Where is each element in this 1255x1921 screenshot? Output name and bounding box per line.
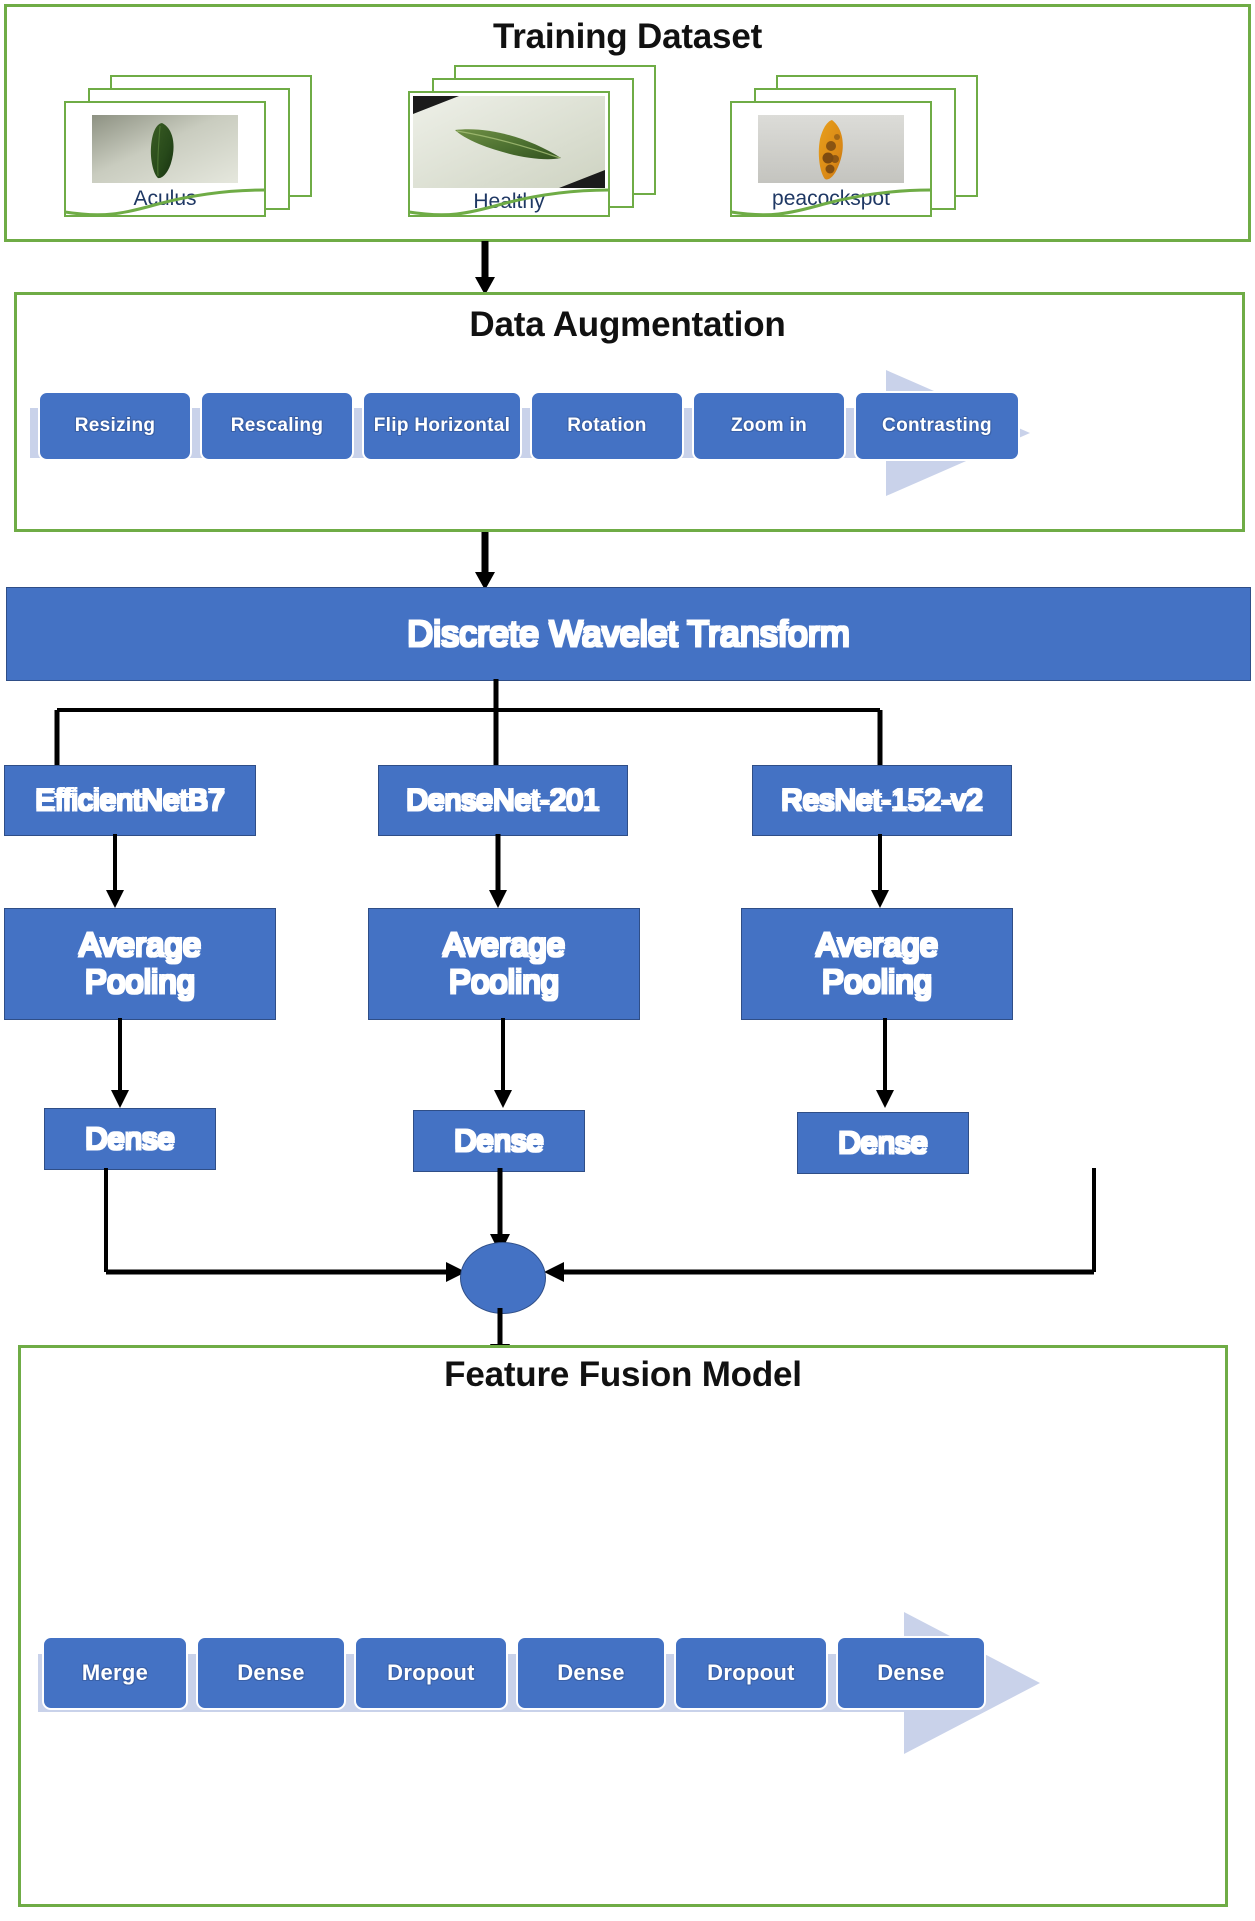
arrow-pooling-to-dense-center (494, 1018, 512, 1108)
aug-step-zoom-in[interactable]: Zoom in (692, 391, 846, 461)
class-card-front: Healthy (408, 91, 610, 217)
fusion-step-dense-1[interactable]: Dense (196, 1636, 346, 1710)
class-label-healthy: Healthy (473, 190, 545, 213)
fusion-step-dense-3[interactable]: Dense (836, 1636, 986, 1710)
arrow-pooling-to-dense-right (876, 1018, 894, 1108)
pooling-box-densenet[interactable]: Average Pooling (368, 908, 640, 1020)
fusion-step-dropout-2[interactable]: Dropout (674, 1636, 828, 1710)
aug-step-contrasting[interactable]: Contrasting (854, 391, 1020, 461)
arrow-augmentation-to-transform (475, 532, 495, 590)
class-label-aculus: Aculus (133, 187, 197, 210)
aug-step-flip-horizontal[interactable]: Flip Horizontal (362, 391, 522, 461)
pooling-box-resnet[interactable]: Average Pooling (741, 908, 1013, 1020)
discrete-wavelet-transform-box[interactable]: Discrete Wavelet Transform (6, 587, 1251, 681)
arrow-efficientnet-to-pooling (106, 834, 124, 908)
aug-step-rotation[interactable]: Rotation (530, 391, 684, 461)
class-card-front: Aculus (64, 101, 266, 217)
feature-fusion-model-title: Feature Fusion Model (444, 1355, 802, 1394)
class-label-peacockspot: peacockspot (772, 187, 890, 210)
dense-box-efficientnet[interactable]: Dense (44, 1108, 216, 1170)
aug-step-resizing[interactable]: Resizing (38, 391, 192, 461)
leaf-thumbnail-aculus (92, 115, 238, 183)
fusion-step-dropout-1[interactable]: Dropout (354, 1636, 508, 1710)
dense-box-densenet[interactable]: Dense (413, 1110, 585, 1172)
feature-fusion-model-panel (18, 1345, 1228, 1907)
class-card-front: peacockspot (730, 101, 932, 217)
leaf-thumbnail-healthy (413, 96, 605, 188)
class-card-stack-peacockspot: peacockspot (730, 75, 980, 217)
backbone-box-efficientnetb7[interactable]: EfficientNetB7 (4, 765, 256, 836)
arrow-dataset-to-augmentation (475, 241, 495, 295)
pooling-box-efficientnet[interactable]: Average Pooling (4, 908, 276, 1020)
backbone-box-densenet201[interactable]: DenseNet-201 (378, 765, 628, 836)
concatenation-node[interactable] (460, 1242, 546, 1314)
augmentation-step-band: Resizing Rescaling Flip Horizontal Rotat… (30, 368, 1030, 498)
leaf-thumbnail-peacockspot (758, 115, 904, 183)
merge-connectors-to-fusion-node (104, 1168, 1096, 1282)
arrow-pooling-to-dense-left (111, 1018, 129, 1108)
arrow-resnet-to-pooling (871, 834, 889, 908)
dense-box-resnet[interactable]: Dense (797, 1112, 969, 1174)
fusion-step-band: Merge Dense Dropout Dense Dropout Dense (38, 1608, 1040, 1758)
fusion-step-merge[interactable]: Merge (42, 1636, 188, 1710)
aug-step-rescaling[interactable]: Rescaling (200, 391, 354, 461)
training-dataset-title: Training Dataset (492, 17, 763, 56)
class-card-stack-aculus: Aculus (64, 75, 314, 217)
fusion-step-dense-2[interactable]: Dense (516, 1636, 666, 1710)
data-augmentation-title: Data Augmentation (469, 305, 786, 344)
backbone-box-resnet152v2[interactable]: ResNet-152-v2 (752, 765, 1012, 836)
arrow-densenet-to-pooling (489, 834, 507, 908)
class-card-stack-healthy: Healthy (408, 65, 658, 217)
